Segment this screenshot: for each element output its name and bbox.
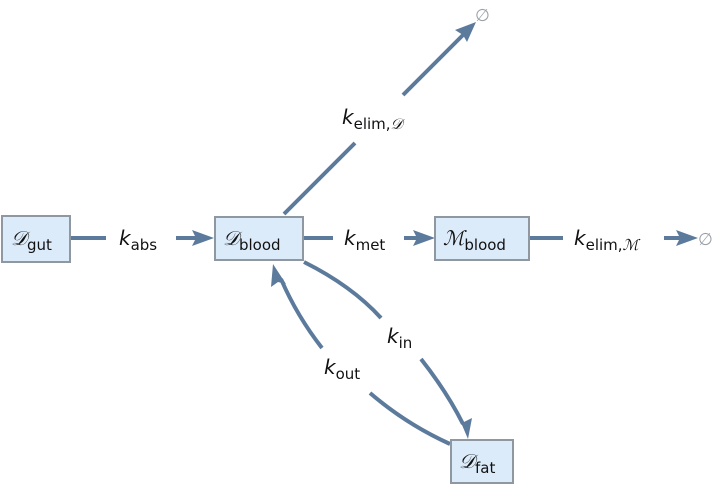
edge-blood-to-fat	[303, 260, 472, 439]
node-drug-blood-label: 𝒟blood	[223, 226, 281, 254]
sink-top-symbol: ∅	[475, 6, 490, 26]
edge-fat-to-blood	[271, 264, 451, 446]
edge-label-elim-drug: kelim,𝒟	[342, 105, 406, 133]
node-drug-gut-label: 𝒟gut	[11, 226, 52, 254]
edge-drug-elimination	[282, 22, 476, 216]
node-metabolite-blood-label: ℳblood	[443, 226, 506, 254]
node-drug-fat: 𝒟fat	[450, 439, 514, 484]
edge-label-met: kmet	[344, 226, 385, 254]
node-drug-gut: 𝒟gut	[1, 215, 71, 263]
edge-label-abs: kabs	[119, 226, 157, 254]
node-drug-blood: 𝒟blood	[214, 216, 304, 261]
edge-metabolite-elimination	[530, 230, 698, 246]
node-drug-fat-label: 𝒟fat	[459, 449, 495, 477]
edge-label-in: kin	[387, 324, 412, 352]
node-metabolite-blood: ℳblood	[434, 216, 530, 261]
edge-gut-to-blood	[71, 230, 214, 246]
edge-blood-to-metabolite	[304, 230, 435, 246]
edge-label-out: kout	[324, 355, 360, 383]
sink-right-symbol: ∅	[698, 230, 713, 250]
edge-label-elim-metabolite: kelim,ℳ	[574, 226, 641, 254]
